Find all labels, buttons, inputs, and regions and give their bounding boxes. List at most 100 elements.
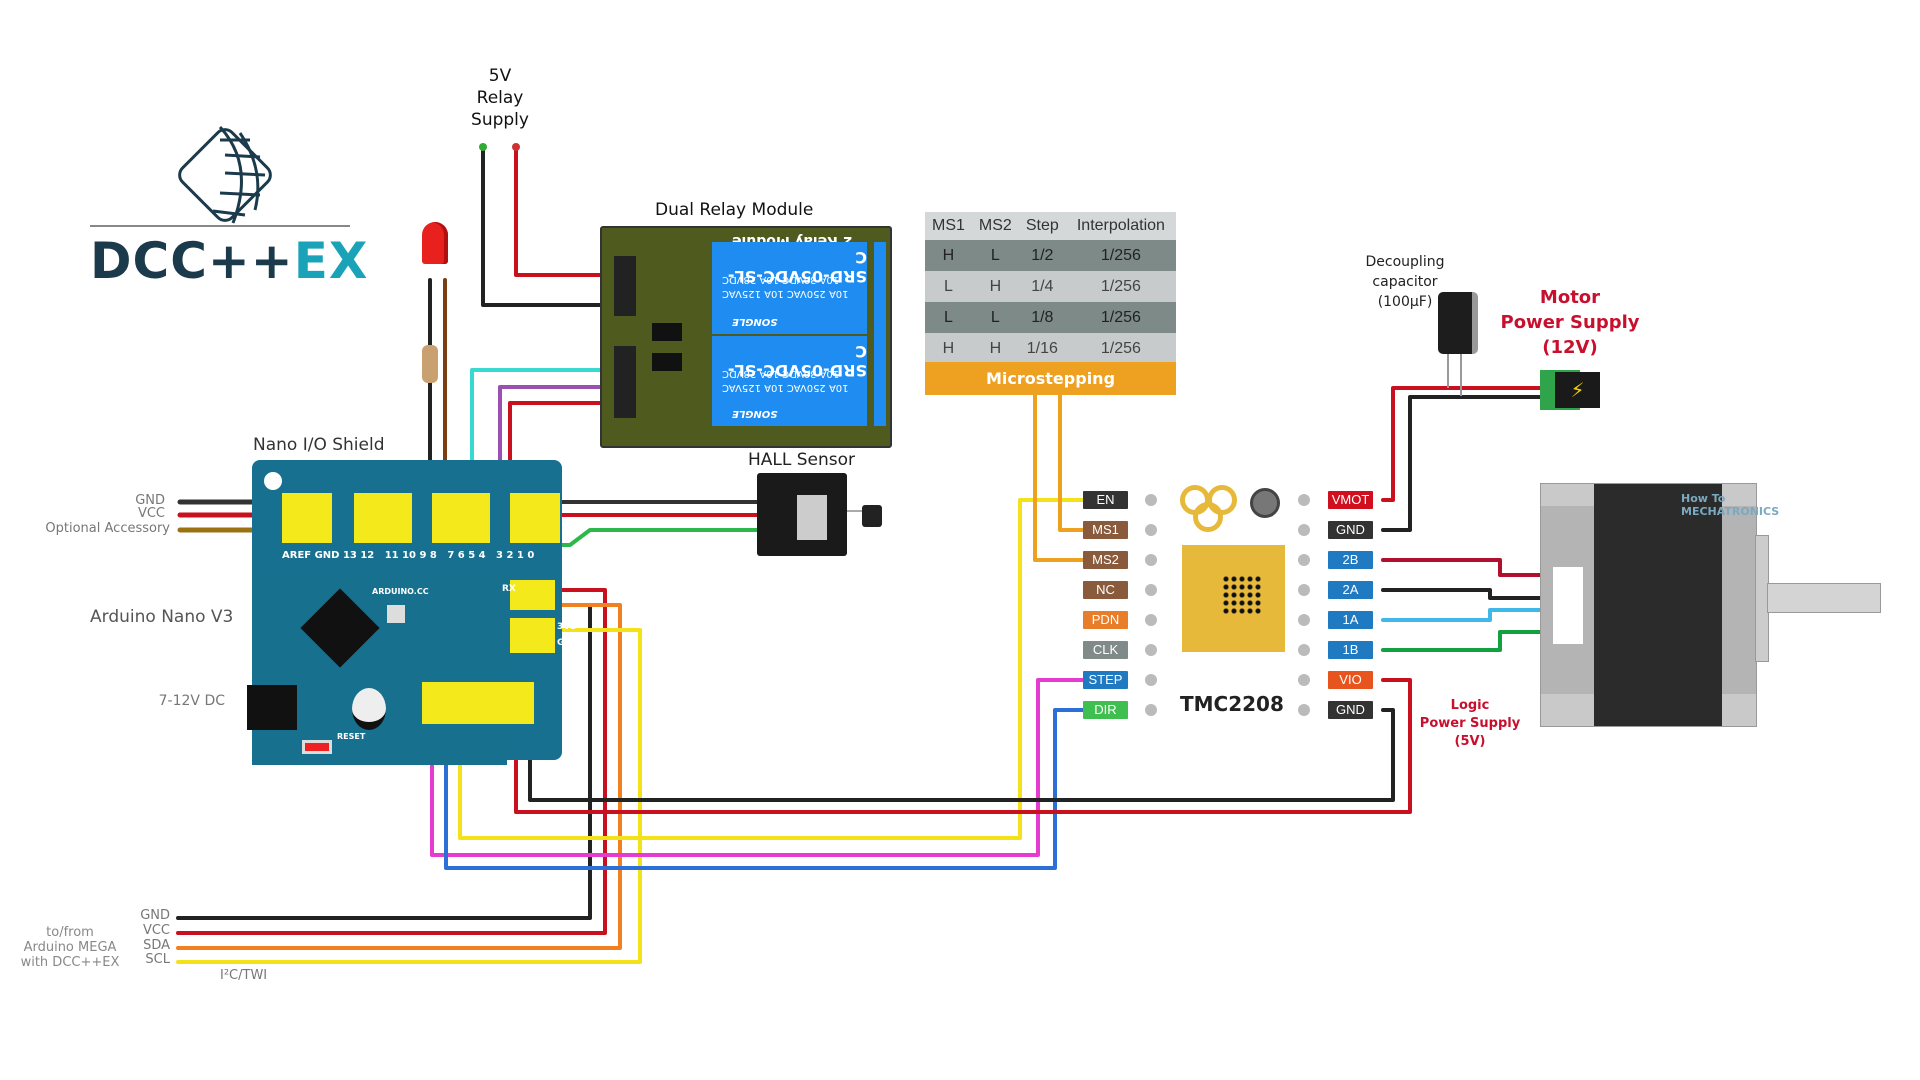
- hall-sensor-header: [797, 495, 827, 540]
- driver-pin-gnd: GND: [1328, 521, 1373, 539]
- chip-dots: [1222, 575, 1262, 615]
- top-pin-labels: AREF GND 13 12 11 10 9 8 7 6 5 4 3 2 1 0: [282, 550, 535, 561]
- heatsink-chip: [1182, 545, 1285, 652]
- nano-io-shield-board: AREF GND 13 12 11 10 9 8 7 6 5 4 3 2 1 0…: [247, 460, 579, 765]
- hall-effect-element-icon: [862, 505, 882, 527]
- wire-relay-supply-gnd: [481, 148, 632, 307]
- i2c-header: [510, 580, 555, 610]
- driver-pin-step: STEP: [1083, 671, 1128, 689]
- relay-k1-rating1: 10A 250VAC 10A 125VAC: [722, 288, 849, 299]
- motor-supply-line3: (12V): [1542, 337, 1598, 358]
- tmc2208-driver: TMC2208: [1095, 480, 1305, 720]
- stepper-motor: How To MECHATRONICS: [1540, 483, 1779, 727]
- cell: H: [925, 333, 972, 364]
- i2c-sda-label: SDA: [143, 938, 170, 953]
- wire-vio: [514, 678, 1412, 814]
- wire-relay-supply-vcc: [514, 148, 632, 277]
- driver-pin-1a: 1A: [1328, 611, 1373, 629]
- logic-supply-line3: (5V): [1454, 734, 1486, 749]
- motor-connector: [1553, 567, 1583, 644]
- relay-k1-rating2: 10A 30VDC 10A 28VDC: [722, 274, 840, 285]
- dc-jack: [247, 685, 297, 730]
- arduino-nano-board: ARDUINO.CC: [252, 575, 507, 765]
- col-header-ms1: MS1: [925, 212, 972, 240]
- driver-pin-vio: VIO: [1328, 671, 1373, 689]
- driver-pin-dir: DIR: [1083, 701, 1128, 719]
- pin-hole: [1145, 524, 1157, 536]
- shield-input-vcc-label: VCC: [137, 506, 165, 521]
- shield-title: Nano I/O Shield: [253, 435, 385, 455]
- analog-header: [422, 682, 534, 724]
- motor-supply-line2: Power Supply: [1500, 312, 1640, 333]
- driver-pin-gnd-logic: GND: [1328, 701, 1373, 719]
- cell: H: [925, 240, 972, 271]
- logo-wordmark: DCC++EX: [90, 232, 368, 290]
- pin-hole: [1298, 494, 1310, 506]
- wire-i2c-sda: [176, 603, 622, 950]
- wire-vmot: [1381, 386, 1547, 502]
- driver-pin-clk: CLK: [1083, 641, 1128, 659]
- wire-ms1: [1058, 393, 1087, 532]
- cell: 1/4: [1018, 271, 1066, 302]
- pin-hole: [1145, 584, 1157, 596]
- wire-ms2: [1033, 393, 1087, 562]
- cell: H: [971, 271, 1019, 302]
- shield-input-accessory-label: Optional Accessory: [45, 521, 170, 536]
- relay-k2: SRD-05VDC-SL-C 10A 30VDC 10A 28VDC 10A 2…: [712, 336, 867, 426]
- driver-pin-en: EN: [1083, 491, 1128, 509]
- wire-step: [430, 678, 1087, 857]
- side-label-3v3: 3V3: [557, 622, 577, 632]
- optocoupler-1: [652, 323, 682, 341]
- mount-hole: [264, 472, 282, 490]
- logic-supply-label: Logic Power Supply (5V): [1415, 697, 1525, 751]
- nano-title: Arduino Nano V3: [90, 607, 234, 627]
- capacitor-lead: [1447, 354, 1449, 388]
- wire-coil-2a: [1381, 588, 1570, 600]
- cell: L: [925, 302, 972, 333]
- cell: 1/256: [1065, 333, 1176, 364]
- driver-pin-2b: 2B: [1328, 551, 1373, 569]
- relay-terminal-block: [874, 242, 886, 426]
- capacitor-line2: capacitor: [1372, 274, 1438, 290]
- potentiometer-icon[interactable]: [1250, 488, 1280, 518]
- spacer: [427, 470, 429, 472]
- pin-hole: [1145, 704, 1157, 716]
- i2c-dest-line1: to/from: [46, 925, 94, 940]
- optocoupler-2: [652, 353, 682, 371]
- power-jack-label: 7-12V DC: [158, 693, 225, 709]
- reset-button-nano[interactable]: [387, 605, 405, 623]
- logic-supply-line1: Logic: [1450, 698, 1490, 713]
- reset-button[interactable]: [302, 740, 332, 754]
- cell: H: [971, 333, 1019, 364]
- wire-i2c-vcc: [176, 588, 607, 935]
- relay-k1: SRD-05VDC-SL-C 10A 30VDC 10A 28VDC 10A 2…: [712, 242, 867, 334]
- pin-hole: [1298, 584, 1310, 596]
- i2c-vcc-label: VCC: [142, 923, 170, 938]
- pin-hole: [1145, 614, 1157, 626]
- wire-coil-1a: [1381, 608, 1570, 622]
- side-label-rx: RX: [502, 584, 516, 594]
- led-icon: [422, 222, 448, 264]
- pin-hole: [1145, 644, 1157, 656]
- capacitor-line3: (100µF): [1377, 294, 1433, 310]
- logo-divider: [90, 225, 350, 227]
- driver-pin-pdn: PDN: [1083, 611, 1128, 629]
- side-label-gnd: GND: [557, 638, 580, 648]
- wire-i2c-gnd: [176, 603, 592, 920]
- cell: 1/256: [1065, 240, 1176, 271]
- relay-supply-line2: Relay: [476, 88, 524, 108]
- relay-k2-rating1: 10A 250VAC 10A 125VAC: [722, 382, 849, 393]
- header-block: [510, 493, 560, 543]
- driver-pin-2a: 2A: [1328, 581, 1373, 599]
- relay-module-title: Dual Relay Module: [655, 200, 814, 220]
- cell: 1/256: [1065, 302, 1176, 333]
- i2c-dest-line2: Arduino MEGA: [23, 940, 117, 955]
- cell: 1/8: [1018, 302, 1066, 333]
- relay-supply-gnd-terminal: [479, 143, 487, 151]
- wire-en: [458, 498, 1087, 840]
- pin-hole: [1145, 674, 1157, 686]
